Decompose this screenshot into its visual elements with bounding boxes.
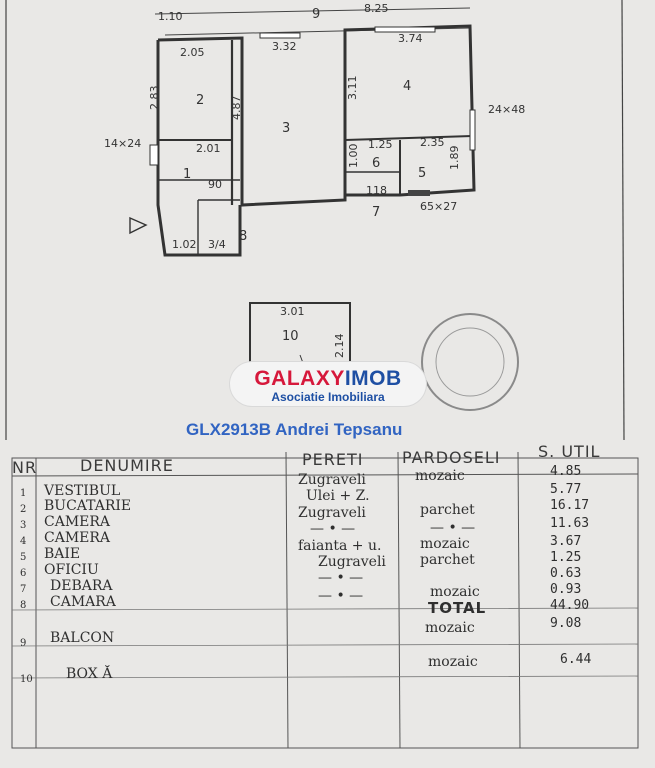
- dim-room2-width: 2.05: [180, 46, 205, 59]
- room-label-6: 6: [372, 156, 380, 171]
- header-pardoseli: PARDOSELI: [402, 448, 501, 467]
- dim-room6-height: 1.00: [347, 144, 360, 169]
- row-1-floor: mozaic: [415, 468, 465, 484]
- row-10-area: 6.44: [560, 652, 592, 667]
- row-3-walls: Zugraveli: [298, 505, 366, 521]
- row-7-walls: — • —: [318, 570, 364, 586]
- row-9-nr: 9: [20, 638, 27, 649]
- room-label-2: 2: [196, 93, 204, 108]
- dim-box-width: 3.01: [280, 305, 305, 318]
- dim-room8-width: 3/4: [208, 238, 226, 251]
- total-label: TOTAL: [428, 599, 487, 617]
- logo-wordmark: GALAXYIMOB: [254, 367, 402, 390]
- logo-tagline: Asociatie Imobiliara: [271, 390, 385, 404]
- room-label-8: 8: [239, 229, 247, 244]
- row-7-area: 0.63: [550, 566, 582, 581]
- dim-room5-width: 2.35: [420, 136, 445, 149]
- row-5-walls: faianta + u.: [298, 538, 382, 554]
- agency-logo: GALAXYIMOB Asociatie Imobiliara: [230, 362, 426, 406]
- dim-room3-width: 3.32: [272, 40, 297, 53]
- room-label-4: 4: [403, 79, 411, 94]
- row-4-room: CAMERA: [44, 530, 111, 546]
- header-denumire: DENUMIRE: [80, 456, 174, 475]
- row-8-walls: — • —: [318, 588, 364, 604]
- dim-total-width: 8.25: [364, 2, 389, 15]
- row-8-area: 0.93: [550, 582, 582, 597]
- header-suprafata: S. UTIL: [538, 442, 601, 461]
- row-3-floor: parchet: [420, 502, 475, 518]
- total-area: 44.90: [550, 598, 590, 613]
- dim-window-left: 14×24: [104, 137, 141, 150]
- dim-window-bottom: 65×27: [420, 200, 457, 213]
- row-6-nr: 6: [20, 568, 27, 579]
- row-5-floor: mozaic: [420, 536, 470, 552]
- dim-room6-width: 1.25: [368, 138, 393, 151]
- row-9-room: BALCON: [50, 630, 115, 646]
- dim-room8-top: 90: [208, 178, 222, 191]
- dim-room2-height: 2.83: [148, 86, 161, 111]
- row-7-room: DEBARA: [50, 578, 113, 594]
- row-8-nr: 8: [20, 600, 27, 611]
- floor-plan-drawing: 1.10 9 8.25 2.05 3.32 3.74 2.83 4.87 3.1…: [5, 0, 625, 440]
- row-1-room: VESTIBUL: [44, 483, 121, 499]
- row-6-room: OFICIU: [44, 562, 99, 578]
- dim-box-height: 2.14: [333, 334, 346, 359]
- room-label-3: 3: [282, 121, 290, 136]
- row-3-area: 16.17: [550, 498, 590, 513]
- listing-reference: GLX2913B Andrei Tepsanu: [186, 420, 403, 439]
- row-4-area: 11.63: [550, 516, 590, 531]
- row-2-room: BUCATARIE: [44, 498, 132, 514]
- table-grid: [11, 451, 639, 749]
- header-pereti: PERETI: [302, 450, 364, 469]
- row-5-room: BAIE: [44, 546, 81, 562]
- row-9-floor: mozaic: [425, 620, 475, 636]
- row-3-nr: 3: [20, 520, 27, 531]
- dim-window-right: 24×48: [488, 103, 525, 116]
- dim-room4-width: 3.74: [398, 32, 423, 45]
- dim-room4-height: 3.11: [346, 76, 359, 101]
- room-label-10: 10: [282, 329, 299, 344]
- row-1-nr: 1: [20, 488, 27, 499]
- row-1-area: 4.85: [550, 464, 582, 479]
- row-1-walls: Zugraveli: [298, 472, 366, 488]
- row-6-walls: Zugraveli: [318, 554, 386, 570]
- row-10-nr: 10: [20, 674, 33, 685]
- row-4-nr: 4: [20, 536, 27, 547]
- row-4-walls: — • —: [310, 521, 356, 537]
- row-6-area: 1.25: [550, 550, 582, 565]
- row-2-area: 5.77: [550, 482, 582, 497]
- dim-hall-width: 2.01: [196, 142, 221, 155]
- row-2-nr: 2: [20, 504, 27, 515]
- room-label-7: 7: [372, 205, 380, 220]
- dim-room5-height: 1.89: [448, 146, 461, 171]
- room-label-5: 5: [418, 166, 426, 181]
- dim-room3-height: 4.87: [230, 96, 243, 121]
- row-9-area: 9.08: [550, 616, 582, 631]
- header-nr: NR: [12, 458, 38, 477]
- dim-vestibul-width: 1.02: [172, 238, 197, 251]
- row-2-walls: Ulei + Z.: [306, 488, 370, 504]
- room-label-9: 9: [312, 7, 320, 22]
- row-5-area: 3.67: [550, 534, 582, 549]
- row-3-room: CAMERA: [44, 514, 111, 530]
- row-10-room: BOX Ă: [66, 666, 113, 682]
- row-4-floor: — • —: [430, 520, 476, 536]
- row-8-room: CAMARA: [50, 594, 116, 610]
- row-5-nr: 5: [20, 552, 27, 563]
- row-6-floor: parchet: [420, 552, 475, 568]
- row-8-floor: mozaic: [430, 584, 480, 600]
- row-10-floor: mozaic: [428, 654, 478, 670]
- row-7-nr: 7: [20, 584, 27, 595]
- dim-wall-top-left: 1.10: [158, 10, 183, 23]
- room-label-1: 1: [183, 167, 191, 182]
- dim-room7-width: 118: [366, 184, 387, 197]
